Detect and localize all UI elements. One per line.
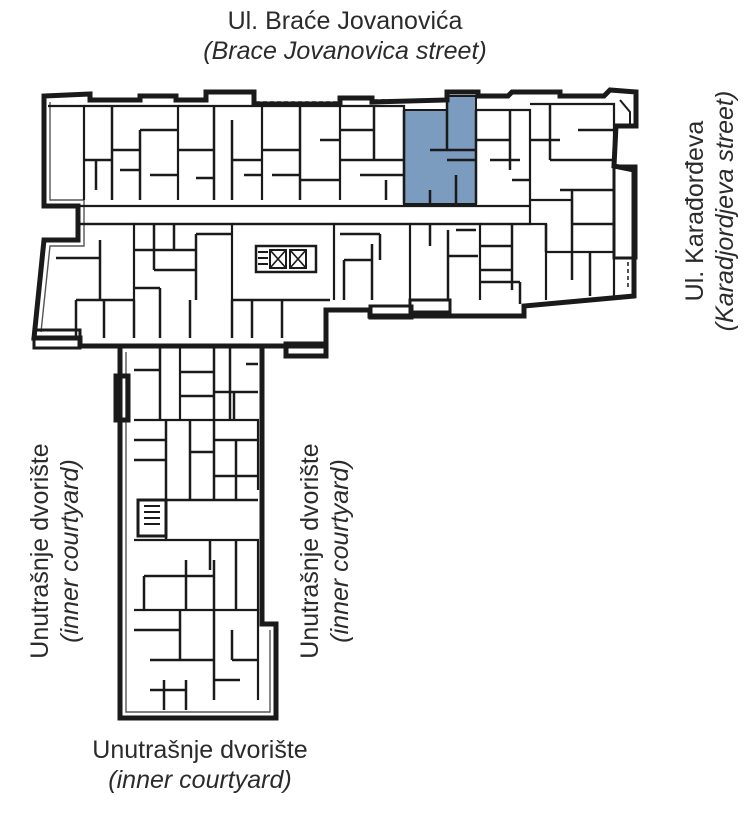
courtyard-translation: (inner courtyard)	[108, 766, 292, 794]
street-label-top: Ul. Braće Jovanovića (Brace Jovanovica s…	[180, 6, 510, 66]
courtyard-label-left: Unutrašnje dvorište (inner courtyard)	[25, 421, 87, 681]
balcony-lines	[92, 99, 631, 290]
middle-apartments	[56, 222, 616, 338]
building-outline	[31, 87, 639, 721]
courtyard-name: Unutrašnje dvorište	[296, 443, 324, 659]
street-name: Ul. Braće Jovanovića	[227, 7, 463, 35]
street-name: Ul. Karađorđeva	[681, 120, 709, 302]
courtyard-translation: (inner courtyard)	[326, 459, 354, 643]
courtyard-label-middle: Unutrašnje dvorište (inner courtyard)	[295, 421, 357, 681]
street-translation: (Brace Jovanovica street)	[203, 37, 487, 65]
courtyard-label-bottom: Unutrašnje dvorište (inner courtyard)	[40, 735, 360, 795]
courtyard-translation: (inner courtyard)	[56, 459, 84, 643]
courtyard-name: Unutrašnje dvorište	[92, 736, 308, 764]
courtyard-name: Unutrašnje dvorište	[26, 443, 54, 659]
corridor	[78, 204, 532, 226]
street-label-right: Ul. Karađorđeva (Karadjordjeva street)	[680, 61, 742, 361]
wing-apartments	[134, 344, 260, 710]
street-translation: (Karadjordjeva street)	[711, 90, 739, 332]
